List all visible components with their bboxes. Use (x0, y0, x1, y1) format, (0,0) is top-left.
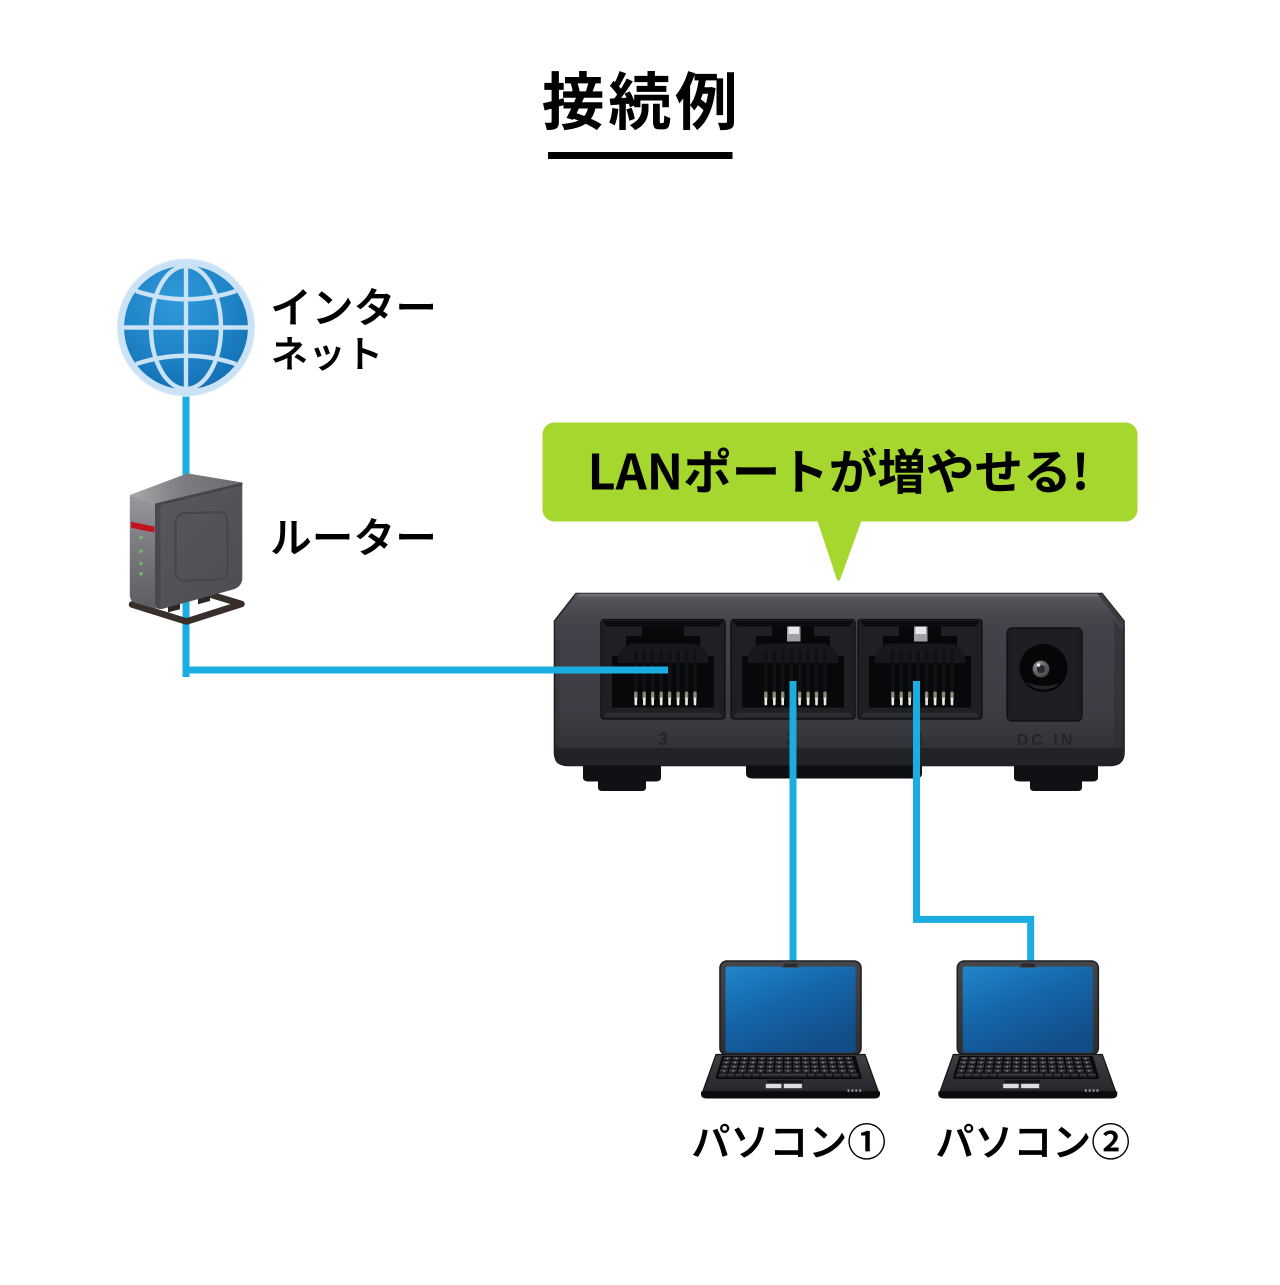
svg-text:3: 3 (658, 729, 669, 749)
svg-text:DC IN: DC IN (1017, 732, 1076, 749)
